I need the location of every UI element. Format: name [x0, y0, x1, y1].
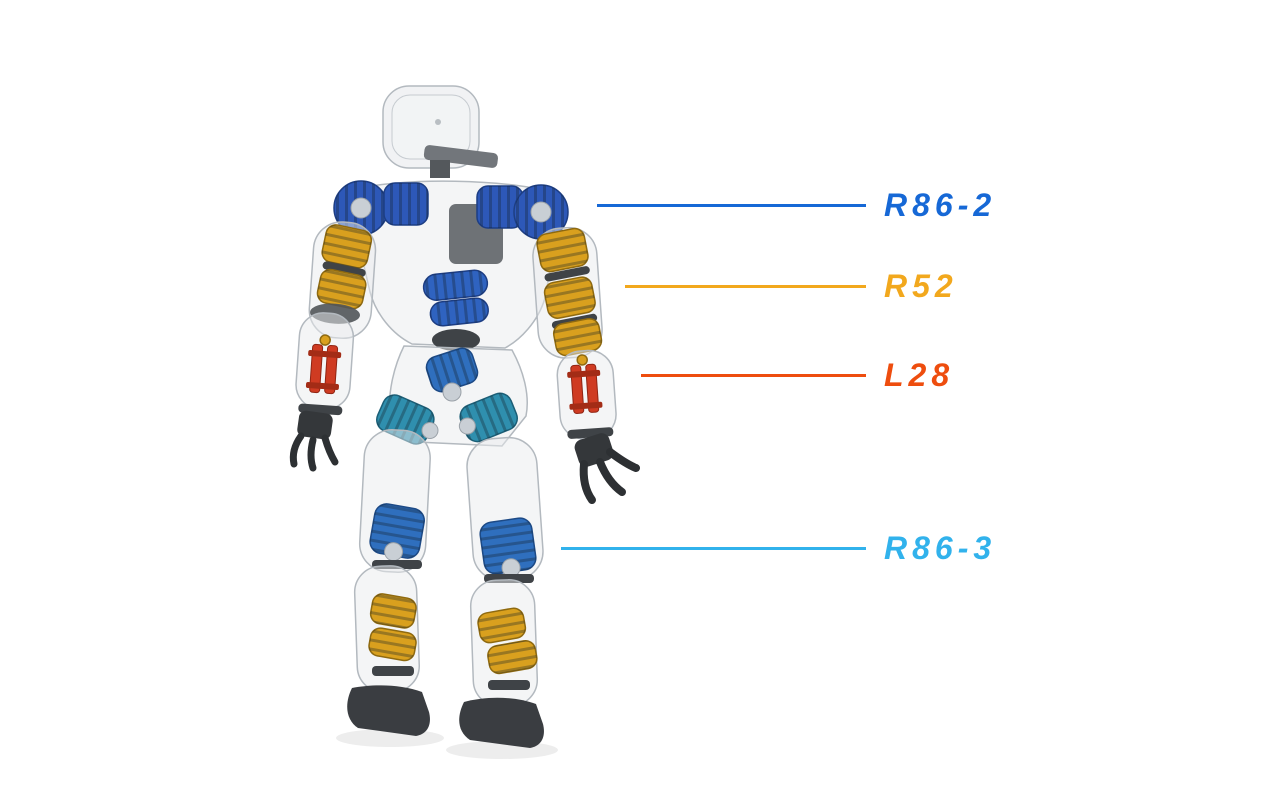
left-upper-arm-gold-actuator [321, 224, 373, 269]
left-ankle-actuators [368, 593, 417, 662]
callout-label: L28 [884, 357, 955, 393]
right-ankle-actuators [477, 607, 538, 675]
head-camera-dot [435, 119, 441, 125]
left-forearm-linear-actuator [305, 334, 342, 395]
callout-leader-line [625, 284, 866, 288]
callout-leader-line [561, 546, 866, 550]
callout-label: R52 [884, 268, 958, 304]
left-foot [347, 685, 430, 736]
callout-r86-3: R86-3 [561, 526, 996, 570]
right-upper-arm-gold-actuator [536, 227, 589, 273]
callout-label: R86-2 [884, 187, 997, 223]
right-shoulder-actuator [476, 184, 569, 240]
waist-actuators [422, 269, 489, 327]
right-leg [459, 436, 544, 748]
right-arm [532, 226, 617, 440]
callout-label: R86-3 [884, 530, 997, 566]
left-elbow-gold-actuator [316, 268, 367, 310]
callout-l28: L28 [641, 353, 954, 397]
left-arm [295, 221, 377, 416]
callout-r52: R52 [625, 264, 958, 308]
right-hip-actuator [458, 392, 518, 443]
right-elbow-gold-actuator [543, 276, 596, 319]
left-knee-actuator [369, 503, 425, 562]
right-hand-gripper [574, 433, 640, 504]
center-hip-actuator [425, 347, 479, 393]
pelvis [376, 345, 528, 447]
right-foot [459, 697, 544, 748]
right-knee-actuator [479, 517, 537, 578]
left-leg [347, 429, 431, 736]
callout-leader-line [641, 373, 866, 377]
neck [430, 160, 450, 178]
callout-r86-2: R86-2 [597, 183, 996, 227]
right-forearm-linear-actuator [567, 354, 603, 414]
head [382, 85, 499, 178]
left-hand-gripper [289, 410, 339, 472]
callout-leader-line [597, 203, 866, 207]
